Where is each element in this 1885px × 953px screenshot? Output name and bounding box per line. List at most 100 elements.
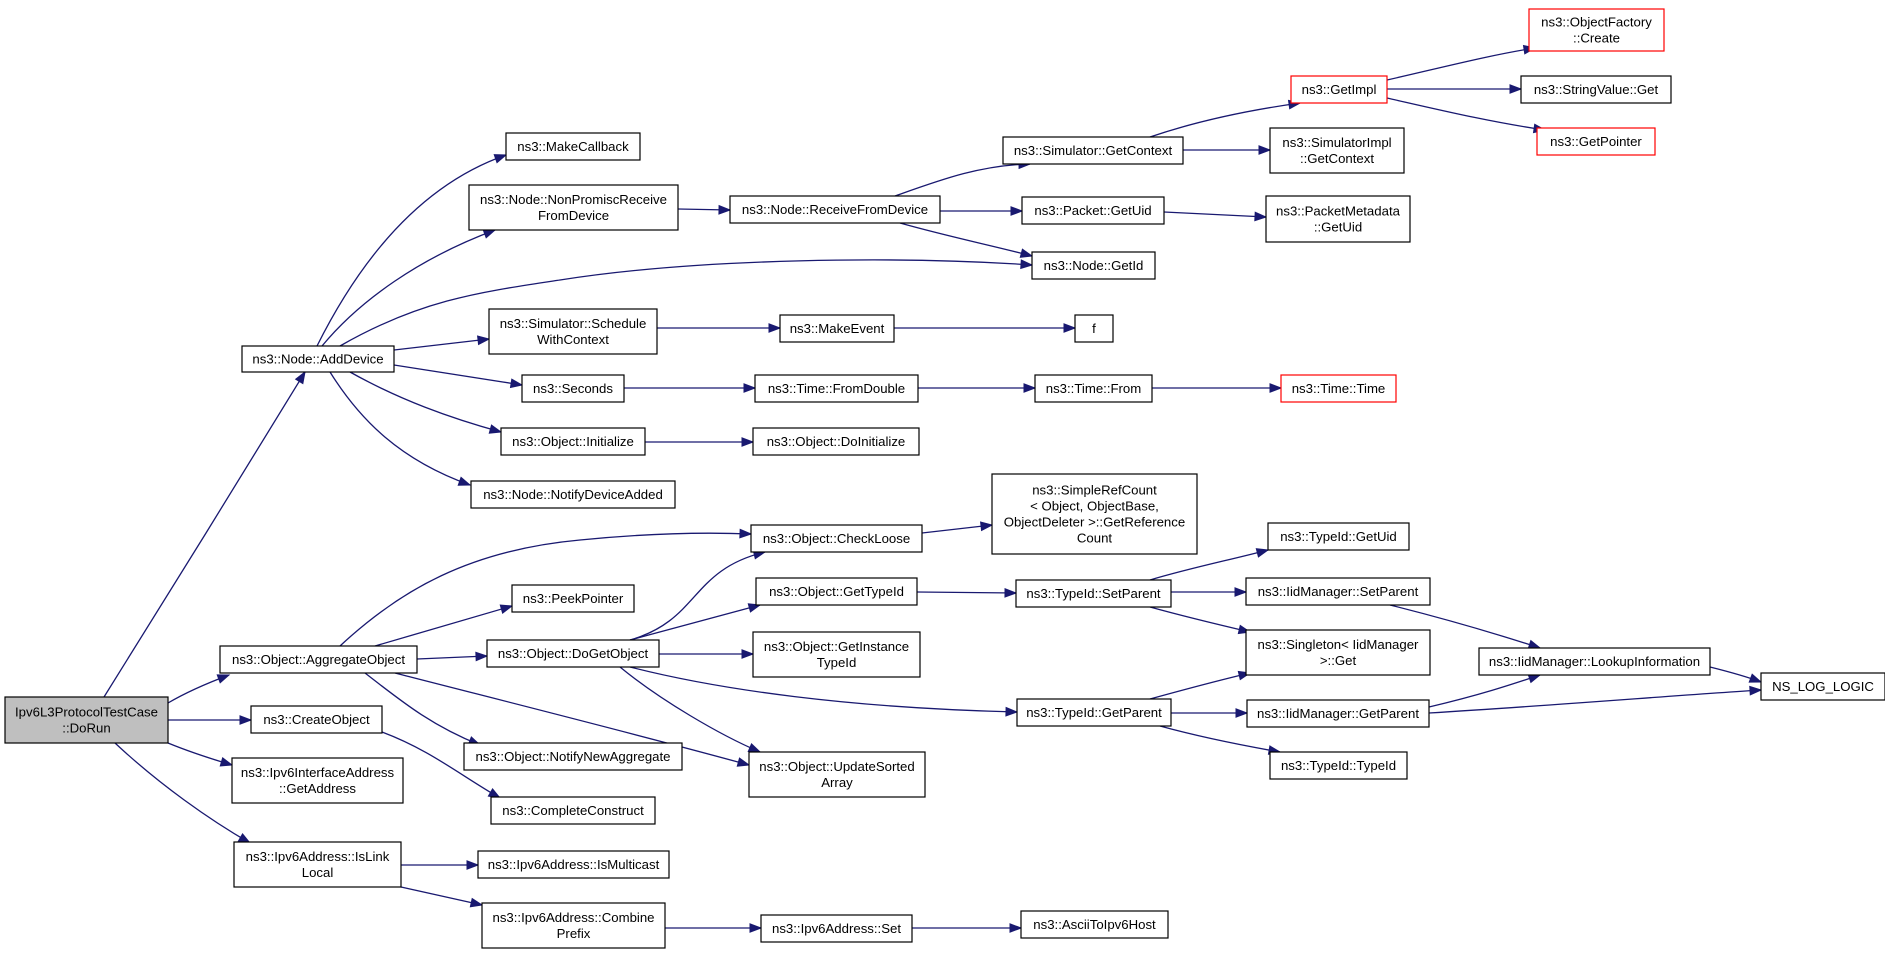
node-packetGetUid[interactable]: ns3::Packet::GetUid <box>1021 196 1165 225</box>
node-box[interactable] <box>1520 75 1672 104</box>
node-ifaceGetAddress[interactable]: ns3::Ipv6InterfaceAddress::GetAddress <box>231 757 404 804</box>
node-box[interactable] <box>468 184 679 231</box>
node-box[interactable] <box>750 524 923 553</box>
node-box[interactable] <box>1478 647 1711 676</box>
node-box[interactable] <box>1015 579 1172 608</box>
node-lookupInformation[interactable]: ns3::IidManager::LookupInformation <box>1478 647 1711 676</box>
node-box[interactable] <box>1021 196 1165 225</box>
node-getTypeId[interactable]: ns3::Object::GetTypeId <box>755 577 918 606</box>
node-isMulticast[interactable]: ns3::Ipv6Address::IsMulticast <box>477 850 670 879</box>
node-simpleRefCount[interactable]: ns3::SimpleRefCount< Object, ObjectBase,… <box>991 473 1198 555</box>
node-box[interactable] <box>4 696 169 744</box>
node-stringValueGet[interactable]: ns3::StringValue::Get <box>1520 75 1672 104</box>
node-addDevice[interactable]: ns3::Node::AddDevice <box>241 345 395 373</box>
node-box[interactable] <box>991 473 1198 555</box>
node-box[interactable] <box>752 631 921 678</box>
node-notifyDeviceAdded[interactable]: ns3::Node::NotifyDeviceAdded <box>470 480 676 509</box>
node-box[interactable] <box>231 757 404 804</box>
node-box[interactable] <box>1020 910 1169 939</box>
node-box[interactable] <box>1280 374 1397 403</box>
node-box[interactable] <box>1290 75 1388 104</box>
node-box[interactable] <box>486 639 660 668</box>
node-box[interactable] <box>1269 751 1408 780</box>
node-box[interactable] <box>1002 136 1184 165</box>
node-packetMetadataGetUid[interactable]: ns3::PacketMetadata::GetUid <box>1265 195 1411 243</box>
node-box[interactable] <box>470 480 676 509</box>
node-box[interactable] <box>760 914 913 943</box>
node-box[interactable] <box>463 742 683 771</box>
node-box[interactable] <box>511 584 635 613</box>
node-objInitialize[interactable]: ns3::Object::Initialize <box>500 427 646 456</box>
node-checkLoose[interactable]: ns3::Object::CheckLoose <box>750 524 923 553</box>
node-box[interactable] <box>1245 577 1431 606</box>
node-notifyNewAggregate[interactable]: ns3::Object::NotifyNewAggregate <box>463 742 683 771</box>
node-timeTime[interactable]: ns3::Time::Time <box>1280 374 1397 403</box>
node-typeIdGetUid[interactable]: ns3::TypeId::GetUid <box>1267 522 1410 551</box>
node-box[interactable] <box>779 314 895 343</box>
node-doInitialize[interactable]: ns3::Object::DoInitialize <box>752 427 920 456</box>
node-fromDouble[interactable]: ns3::Time::FromDouble <box>754 374 919 403</box>
node-box[interactable] <box>1760 672 1885 701</box>
node-box[interactable] <box>250 705 383 734</box>
node-asciiToIpv6Host[interactable]: ns3::AsciiToIpv6Host <box>1020 910 1169 939</box>
node-completeConstruct[interactable]: ns3::CompleteConstruct <box>490 796 656 825</box>
node-ipv6Set[interactable]: ns3::Ipv6Address::Set <box>760 914 913 943</box>
node-box[interactable] <box>500 427 646 456</box>
node-box[interactable] <box>1536 127 1656 156</box>
node-receiveFromDevice[interactable]: ns3::Node::ReceiveFromDevice <box>729 195 941 224</box>
node-box[interactable] <box>521 374 625 403</box>
node-box[interactable] <box>1528 8 1665 52</box>
node-box[interactable] <box>219 645 418 674</box>
node-box[interactable] <box>1267 522 1410 551</box>
node-box[interactable] <box>729 195 941 224</box>
node-box[interactable] <box>1269 127 1405 174</box>
node-objectFactoryCreate[interactable]: ns3::ObjectFactory::Create <box>1528 8 1665 52</box>
node-getPointer[interactable]: ns3::GetPointer <box>1536 127 1656 156</box>
node-aggregateObject[interactable]: ns3::Object::AggregateObject <box>219 645 418 674</box>
node-box[interactable] <box>1265 195 1411 243</box>
node-peekPointer[interactable]: ns3::PeekPointer <box>511 584 635 613</box>
node-simImplGetContext[interactable]: ns3::SimulatorImpl::GetContext <box>1269 127 1405 174</box>
node-box[interactable] <box>488 308 658 355</box>
node-singletonGet[interactable]: ns3::Singleton< IidManager>::Get <box>1245 629 1431 676</box>
node-box[interactable] <box>1074 314 1114 343</box>
node-box[interactable] <box>755 577 918 606</box>
node-box[interactable] <box>490 796 656 825</box>
node-box[interactable] <box>1245 629 1431 676</box>
node-box[interactable] <box>1246 699 1430 728</box>
node-box[interactable] <box>1031 251 1156 280</box>
node-box[interactable] <box>505 132 641 161</box>
node-typeIdSetParent[interactable]: ns3::TypeId::SetParent <box>1015 579 1172 608</box>
node-makeCallback[interactable]: ns3::MakeCallback <box>505 132 641 161</box>
node-box[interactable] <box>1016 698 1172 727</box>
node-iidSetParent[interactable]: ns3::IidManager::SetParent <box>1245 577 1431 606</box>
node-box[interactable] <box>477 850 670 879</box>
node-doGetObject[interactable]: ns3::Object::DoGetObject <box>486 639 660 668</box>
node-seconds[interactable]: ns3::Seconds <box>521 374 625 403</box>
node-box[interactable] <box>241 345 395 373</box>
node-timeFrom[interactable]: ns3::Time::From <box>1034 374 1153 403</box>
node-simGetContext[interactable]: ns3::Simulator::GetContext <box>1002 136 1184 165</box>
node-createObject[interactable]: ns3::CreateObject <box>250 705 383 734</box>
node-box[interactable] <box>481 902 666 949</box>
node-box[interactable] <box>1034 374 1153 403</box>
node-typeIdGetParent[interactable]: ns3::TypeId::GetParent <box>1016 698 1172 727</box>
node-box[interactable] <box>748 751 926 798</box>
node-nodeGetId[interactable]: ns3::Node::GetId <box>1031 251 1156 280</box>
node-makeEvent[interactable]: ns3::MakeEvent <box>779 314 895 343</box>
node-iidGetParent[interactable]: ns3::IidManager::GetParent <box>1246 699 1430 728</box>
node-box[interactable] <box>752 427 920 456</box>
node-typeIdTypeId[interactable]: ns3::TypeId::TypeId <box>1269 751 1408 780</box>
node-f[interactable]: f <box>1074 314 1114 343</box>
node-box[interactable] <box>233 841 402 888</box>
node-root[interactable]: Ipv6L3ProtocolTestCase::DoRun <box>4 696 169 744</box>
node-nsLogLogic[interactable]: NS_LOG_LOGIC <box>1760 672 1885 701</box>
node-box[interactable] <box>754 374 919 403</box>
node-getImpl[interactable]: ns3::GetImpl <box>1290 75 1388 104</box>
